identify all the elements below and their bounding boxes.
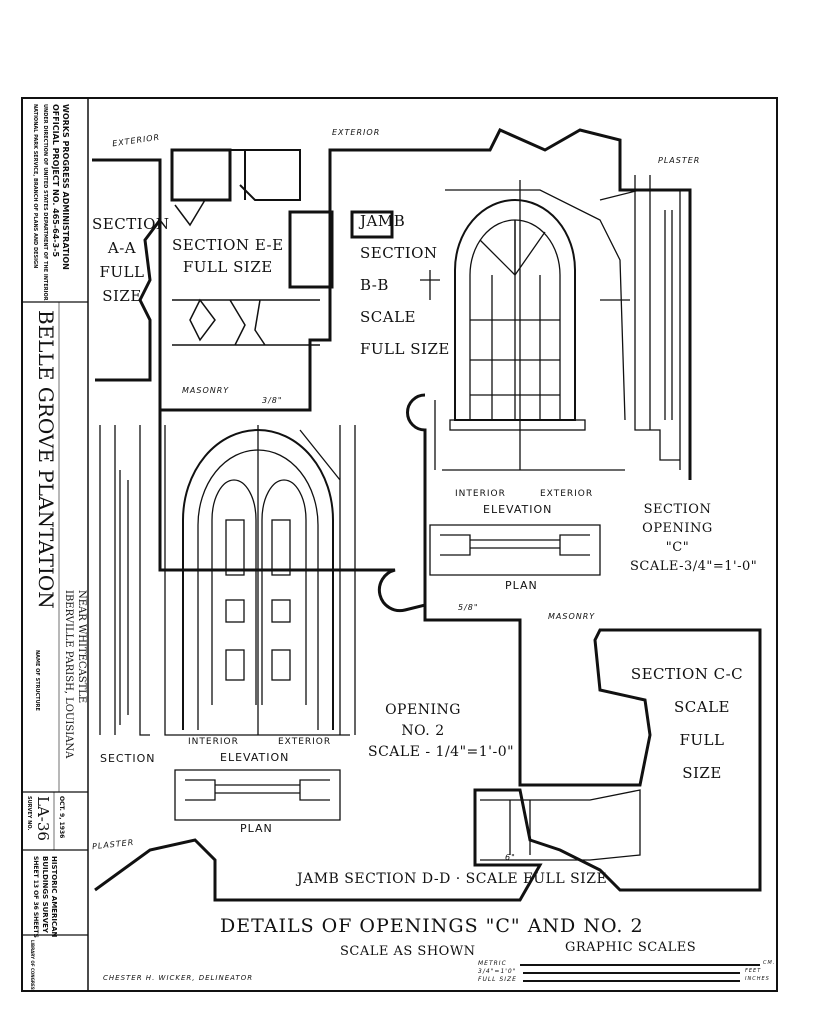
sheet-title: DETAILS OF OPENINGS "C" AND NO. 2 [220,915,644,937]
section-cc-dd-outline [94,410,762,902]
label-line: SECTION C-C [630,665,744,683]
survey-caption: SURVEY NO. [26,796,32,831]
wpa-block: WORKS PROGRESS ADMINISTRATION OFFICIAL P… [30,104,70,301]
opening-c-exterior: EXTERIOR [540,489,594,499]
delineator: CHESTER H. WICKER, DELINEATOR [103,974,254,982]
note-plaster: PLASTER [658,156,701,165]
location-line: NEAR WHITECASTLE [76,590,87,704]
label-line: SCALE - 1/4"=1'-0" [368,744,515,760]
label-line: SECTION E-E [172,236,284,254]
section-aa-label: SECTION A-A FULL SIZE [92,212,170,308]
structure-caption: NAME OF STRUCTURE [34,650,40,711]
label-line: OPENING [642,521,713,536]
opening-c-elevation [420,180,641,471]
note-masonry: MASONRY [182,386,230,395]
structure-name: BELLE GROVE PLANTATION [34,310,58,609]
label-line: SIZE [102,287,142,305]
label-line: SECTION [643,502,712,517]
opening-c-plan-label: PLAN [505,579,538,592]
habs-line: BUILDINGS SURVEY [41,856,49,933]
wpa-branch: NATIONAL PARK SERVICE, BRANCH OF PLANS A… [32,104,38,269]
library-stamp: LIBRARY OF CONGRESS [30,940,35,993]
section-aa-outline [92,128,692,480]
graphic-scales-title: GRAPHIC SCALES [565,940,697,955]
dimension: 5/8" [458,603,479,612]
label-line: FULL SIZE [360,340,450,358]
section-dd-drawing [480,789,641,866]
scale-label-full: FULL SIZE [478,976,517,983]
opening-2-section-label: SECTION [100,752,156,765]
opening-2-elevation-label: ELEVATION [220,751,290,764]
section-cc-label: SECTION C-C SCALE FULL SIZE [612,658,762,790]
label-line: NO. 2 [401,723,445,739]
opening-2-section [99,425,150,736]
scale-unit-cm: CM. [763,960,776,966]
wpa-line: WORKS PROGRESS ADMINISTRATION [61,104,70,270]
label-line: A-A [107,239,137,257]
section-ee-drawing [170,148,394,346]
jamb-section-dd-label: JAMB SECTION D-D · SCALE FULL SIZE [297,871,608,887]
location-line: IBERVILLE PARISH, LOUISIANA [63,590,74,759]
scale-label-metric: METRIC [478,960,507,967]
label-line: FULL [99,263,145,281]
note-masonry: MASONRY [548,612,596,621]
scale-unit-feet: FEET [745,968,762,974]
opening-c-elevation-label: ELEVATION [483,503,553,516]
label-line: FULL SIZE [182,258,273,276]
dimension: 3/8" [262,396,283,405]
label-line: SECTION [92,215,170,233]
opening-c-title: SECTION OPENING "C" SCALE-3/4"=1'-0" [630,500,758,576]
note-exterior: EXTERIOR [332,128,381,137]
opening-c-plan [429,524,601,576]
opening-2-exterior: EXTERIOR [278,737,332,747]
label-line: JAMB [360,212,406,230]
scale-label-feet: 3/4"=1'0" [478,968,517,975]
opening-2-elevation [164,425,356,736]
label-line: OPENING [385,702,461,718]
wpa-project: OFFICIAL PROJECT NO. 465-64-3-5 [51,104,60,258]
section-ee-label: SECTION E-E FULL SIZE [172,234,284,278]
habs-line: HISTORIC AMERICAN [50,856,58,938]
label-line: SCALE-3/4"=1'-0" [630,559,758,574]
opening-2-title: OPENING NO. 2 SCALE - 1/4"=1'-0" [368,700,515,763]
label-line: FULL [679,731,725,749]
label-line: SIZE [682,764,722,782]
habs-block: HISTORIC AMERICAN BUILDINGS SURVEY SHEET… [30,856,58,938]
opening-c-interior: INTERIOR [455,489,506,499]
opening-c-section [634,175,691,470]
sheet-number: SHEET 13 OF 36 SHEETS [32,856,39,938]
label-line: B-B [360,276,389,294]
dimension: 6" [505,853,516,862]
opening-2-interior: INTERIOR [188,737,239,747]
label-line: SCALE [674,698,730,716]
jamb-section-bb-label: JAMB SECTION B-B SCALE FULL SIZE [360,205,450,365]
wpa-direction: UNDER DIRECTION OF UNITED STATES DEPARTM… [42,104,48,301]
graphic-scale-bars [520,964,760,982]
sheet-border [21,97,778,992]
survey-date: OCT. 9, 1936 [58,796,65,839]
label-line: SECTION [360,244,438,262]
scale-unit-inches: INCHES [745,976,770,982]
location: NEAR WHITECASTLE IBERVILLE PARISH, LOUIS… [62,590,88,758]
label-line: "C" [665,540,690,555]
opening-2-plan [174,769,341,821]
survey-number: LA-36 [34,796,52,841]
opening-2-plan-label: PLAN [240,822,273,835]
label-line: SCALE [360,308,416,326]
sheet-subtitle: SCALE AS SHOWN [340,944,476,959]
